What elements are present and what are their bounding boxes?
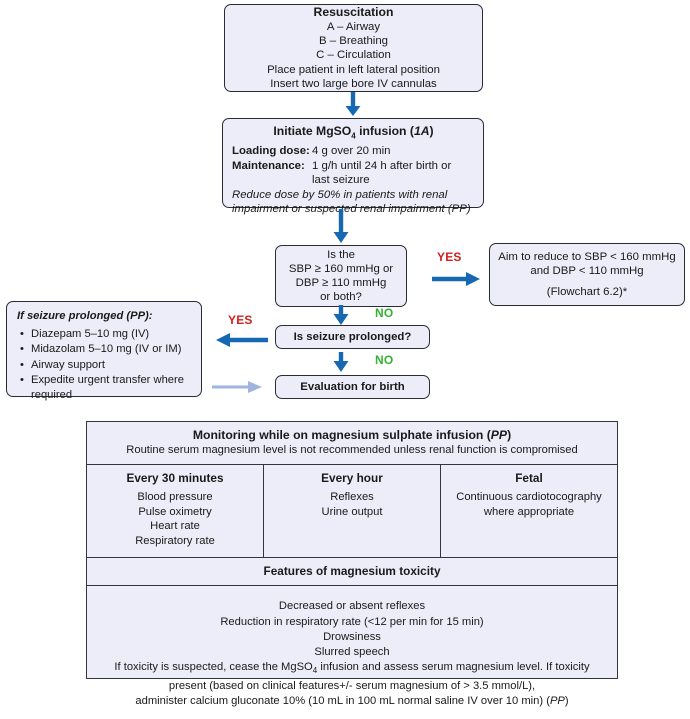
list-item: Airway support <box>20 358 193 373</box>
seizure-prolonged-title: If seizure prolonged (PP): <box>17 310 153 322</box>
toxicity-band-heading: Features of magnesium toxicity <box>87 558 617 587</box>
resuscitation-title: Resuscitation <box>313 5 394 19</box>
resuscitation-line-0: A – Airway <box>326 21 381 33</box>
bp-decision-line-1: SBP ≥ 160 mmHg or <box>288 262 394 275</box>
column-item: Respiratory rate <box>135 534 215 547</box>
monitoring-column-every-30-minutes: Every 30 minutes Blood pressure Pulse ox… <box>87 465 263 557</box>
toxicity-line: Drowsiness <box>323 630 381 643</box>
arrow-down-bp-no <box>328 305 354 327</box>
column-heading: Every hour <box>321 471 383 485</box>
column-item: Pulse oximetry <box>138 505 212 518</box>
resuscitation-line-2: C – Circulation <box>316 49 391 62</box>
seizure-decision-label: Is seizure prolonged? <box>293 330 412 343</box>
toxicity-line: Decreased or absent reflexes <box>278 600 426 613</box>
list-item: Midazolam 5–10 mg (IV or IM) <box>20 342 193 357</box>
seizure-decision-box: Is seizure prolonged? <box>275 325 430 349</box>
seizure-yes-label: YES <box>228 313 253 327</box>
bp-yes-label: YES <box>437 250 462 264</box>
bp-target-line-2: and DBP < 110 mmHg <box>530 264 644 277</box>
arrow-left-seizure-yes <box>210 329 268 351</box>
resuscitation-line-3: Place patient in left lateral position <box>267 63 440 76</box>
mgso4-maintenance-label: Maintenance: <box>232 159 305 172</box>
monitoring-title-post: ) <box>507 428 512 442</box>
mgso4-maintenance-row: Maintenance: 1 g/h until 24 h after birt… <box>232 159 475 173</box>
bp-decision-box: Is the SBP ≥ 160 mmHg or DBP ≥ 110 mmHg … <box>275 245 407 307</box>
evaluation-for-birth-box: Evaluation for birth <box>275 375 430 399</box>
bp-decision-line-2: DBP ≥ 110 mmHg <box>295 277 387 289</box>
mgso4-title: Initiate MgSO4 infusion (1A) <box>232 124 475 143</box>
mgso4-title-end: ) <box>429 124 434 138</box>
mgso4-title-pre: Initiate MgSO <box>273 124 352 138</box>
monitoring-column-every-hour: Every hour Reflexes Urine output <box>263 465 440 558</box>
seizure-prolonged-panel: If seizure prolonged (PP): Diazepam 5–10… <box>6 301 202 401</box>
toxicity-line: Reduction in respiratory rate (<12 per m… <box>220 615 484 628</box>
toxicity-para1-pre: If toxicity is suspected, cease the MgSO <box>114 661 313 674</box>
mgso4-title-post: infusion ( <box>355 124 414 138</box>
toxicity-para3-pre: administer calcium gluconate 10% (10 mL … <box>135 694 550 707</box>
resuscitation-line-1: B – Breathing <box>318 35 389 48</box>
list-item: Diazepam 5–10 mg (IV) <box>20 327 193 342</box>
mgso4-grade: 1A <box>413 124 430 138</box>
mgso4-title-sub: 4 <box>351 131 356 141</box>
bp-decision-line-3: or both? <box>320 291 362 304</box>
bp-target-flowchart-ref: (Flowchart 6.2)* <box>546 286 628 299</box>
column-heading: Every 30 minutes <box>126 471 224 485</box>
toxicity-paragraph-2: present (based on clinical features+/- s… <box>168 679 536 692</box>
arrow-right-bp-yes <box>432 268 484 290</box>
toxicity-line: Slurred speech <box>314 646 390 659</box>
monitoring-title-pre: Monitoring while on magnesium sulphate i… <box>192 428 491 442</box>
resuscitation-line-4: Insert two large bore IV cannulas <box>270 77 437 90</box>
monitoring-table-subtitle: Routine serum magnesium level is not rec… <box>126 444 578 456</box>
mgso4-infusion-box: Initiate MgSO4 infusion (1A) Loading dos… <box>222 118 484 215</box>
mgso4-loading-label: Loading dose: <box>232 145 310 158</box>
arrow-down-seizure-no <box>328 352 354 374</box>
monitoring-table-title: Monitoring while on magnesium sulphate i… <box>95 427 609 443</box>
monitoring-column-fetal: Fetal Continuous cardiotocography where … <box>440 465 617 558</box>
mgso4-loading-row: Loading dose: 4 g over 20 min <box>232 144 475 158</box>
mgso4-maintenance-value: 1 g/h until 24 h after birth or <box>312 159 452 172</box>
monitoring-table-columns: Every 30 minutes Blood pressure Pulse ox… <box>87 465 617 559</box>
mgso4-renal-note: Reduce dose by 50% in patients with rena… <box>232 189 471 215</box>
arrow-right-prolonged-to-evaluation <box>212 378 268 396</box>
toxicity-paragraph-1: If toxicity is suspected, cease the MgSO… <box>97 660 607 678</box>
bp-no-label: NO <box>375 306 394 320</box>
seizure-prolonged-drug-list: Diazepam 5–10 mg (IV) Midazolam 5–10 mg … <box>17 327 193 358</box>
column-heading: Fetal <box>515 471 543 485</box>
toxicity-para3-post: ) <box>564 694 569 707</box>
column-item: Reflexes <box>330 491 374 504</box>
toxicity-para1-sub: 4 <box>312 666 318 676</box>
mgso4-maintenance-value-cont: last seizure <box>312 173 370 186</box>
column-item: Blood pressure <box>137 491 213 504</box>
resuscitation-box: Resuscitation A – Airway B – Breathing C… <box>224 4 483 92</box>
bp-decision-line-0: Is the <box>327 248 355 261</box>
seizure-prolonged-support-list: Airway support Expedite urgent transfer … <box>17 358 193 404</box>
column-item: Heart rate <box>150 520 200 533</box>
toxicity-paragraph-3: administer calcium gluconate 10% (10 mL … <box>97 694 607 709</box>
monitoring-table: Monitoring while on magnesium sulphate i… <box>86 421 618 707</box>
seizure-no-label: NO <box>375 353 394 367</box>
evaluation-label: Evaluation for birth <box>300 380 405 393</box>
bp-target-box: Aim to reduce to SBP < 160 mmHg and DBP … <box>489 243 685 306</box>
bp-target-line-1: Aim to reduce to SBP < 160 mmHg <box>498 250 676 263</box>
monitoring-table-header: Monitoring while on magnesium sulphate i… <box>87 422 617 465</box>
column-item: Urine output <box>321 505 383 518</box>
toxicity-para1-post: infusion and assess serum magnesium leve… <box>317 661 590 674</box>
arrow-down-resus-to-mgso4 <box>340 92 366 118</box>
column-item: Continuous cardiotocography <box>456 491 602 504</box>
toxicity-para3-pp: PP <box>549 694 565 707</box>
toxicity-details: Decreased or absent reflexes Reduction i… <box>87 586 617 719</box>
list-item: Expedite urgent transfer where required <box>20 373 193 402</box>
mgso4-loading-value: 4 g over 20 min <box>312 145 391 158</box>
arrow-down-mgso4-to-bp <box>328 209 354 245</box>
bp-target-gap <box>496 278 678 285</box>
monitoring-title-pp: PP <box>490 428 508 442</box>
column-item: where appropriate <box>483 505 575 518</box>
